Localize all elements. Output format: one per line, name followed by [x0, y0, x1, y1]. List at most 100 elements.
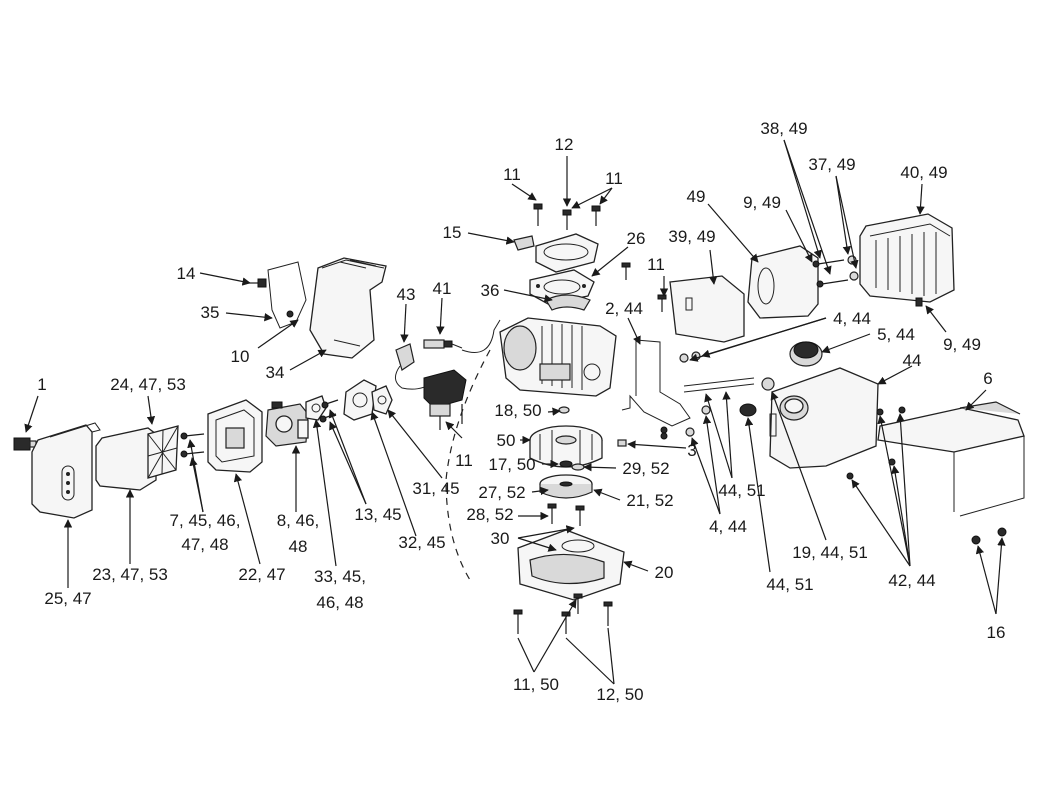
housing-screws-icon: [513, 593, 613, 634]
callout-label: 2, 44: [605, 299, 643, 318]
callout-label: 19, 44, 51: [792, 543, 868, 562]
callout-label: 29, 52: [622, 459, 669, 478]
shroud-gasket-icon: [267, 261, 307, 329]
grommets-icon: [660, 351, 711, 440]
callout-label: 21, 52: [626, 491, 673, 510]
callout-label: 1: [37, 375, 46, 394]
callout-label: 24, 47, 53: [110, 375, 186, 394]
engine-shroud-icon: [309, 257, 387, 359]
callout-label: 49: [687, 187, 706, 206]
carb-screws-icon: [319, 399, 339, 423]
filter-screen-icon: [147, 425, 179, 479]
air-filter-base-icon: [207, 399, 263, 473]
callout-label: 44, 51: [766, 575, 813, 594]
callout-label: 4, 44: [833, 309, 871, 328]
callout-label: 38, 49: [760, 119, 807, 138]
muffler-bolts-icon: [812, 255, 859, 288]
muffler-plate-icon: [669, 275, 745, 343]
wire-route-line: [445, 349, 491, 581]
filter-screws-icon: [180, 432, 205, 458]
callout-label: 30: [491, 529, 510, 548]
tank-screws-icon: [846, 406, 906, 480]
callout-label: 43: [397, 285, 416, 304]
callout-label: 5, 44: [877, 325, 915, 344]
fuel-tank-icon: [769, 367, 879, 469]
clutch-screws-icon: [547, 503, 585, 526]
callout-label: 17, 50: [488, 455, 535, 474]
air-filter-cover-icon: [31, 422, 101, 519]
callout-labels: 1 24, 47, 53 7, 45, 46, 47, 48 25, 47 23…: [37, 119, 1005, 704]
callout-label: 33, 45,: [314, 567, 366, 586]
callout-label: 27, 52: [478, 483, 525, 502]
callout-label: 44: [903, 351, 922, 370]
carburetor-icon: [265, 401, 309, 447]
callout-label: 22, 47: [238, 565, 285, 584]
callout-label: 12: [555, 135, 574, 154]
carb-gasket-icon: [305, 395, 327, 421]
fuel-cap-icon: [789, 341, 823, 367]
callout-label: 35: [201, 303, 220, 322]
callout-label: 11: [647, 255, 665, 274]
muffler-bracket-icon: [621, 339, 691, 434]
callout-label: 8, 46,: [277, 511, 320, 530]
callout-label: 44, 51: [718, 481, 765, 500]
callout-label: 11: [455, 451, 473, 470]
primer-part-icon: [13, 437, 37, 451]
fan-housing-icon: [517, 529, 625, 601]
flywheel-nut-icon: [559, 460, 585, 471]
leader-lines: [24, 139, 1006, 685]
callout-label: 13, 45: [354, 505, 401, 524]
fuel-lines-icon: [683, 377, 775, 417]
callout-label: 6: [983, 369, 992, 388]
clutch-icon: [539, 474, 593, 499]
heat-deflector-icon: [545, 294, 591, 311]
callout-label: 15: [443, 223, 462, 242]
callout-label: 39, 49: [668, 227, 715, 246]
callout-label: 16: [987, 623, 1006, 642]
callout-label: 12, 50: [596, 685, 643, 704]
muffler-shield-icon: [747, 245, 819, 319]
cylinder-cover-icon: [513, 233, 599, 273]
callout-label: 10: [231, 347, 250, 366]
callout-label: 11: [503, 165, 521, 184]
engine-block-icon: [499, 317, 617, 397]
callout-label: 7, 45, 46,: [170, 511, 241, 530]
callout-label: 41: [433, 279, 452, 298]
air-filter-element-icon: [95, 427, 157, 491]
callout-label: 20: [655, 563, 674, 582]
callout-label: 26: [627, 229, 646, 248]
callout-label: 18, 50: [494, 401, 541, 420]
callout-label: 32, 45: [398, 533, 445, 552]
handle-frame-icon: [877, 401, 1025, 517]
callout-label: 28, 52: [466, 505, 513, 524]
callout-label: 4, 44: [709, 517, 747, 536]
insulator-block-icon: [343, 379, 377, 421]
callout-label: 37, 49: [808, 155, 855, 174]
callout-label: 36: [481, 281, 500, 300]
callout-label: 25, 47: [44, 589, 91, 608]
flywheel-icon: [529, 425, 603, 468]
callout-label: 40, 49: [900, 163, 947, 182]
callout-label: 11, 50: [513, 675, 559, 694]
callout-label: 14: [177, 264, 196, 283]
callout-label: 31, 45: [412, 479, 459, 498]
insulator-gasket-icon: [371, 385, 393, 415]
callout-label: 3: [687, 441, 696, 460]
muffler-icon: [859, 213, 955, 307]
callout-label: 9, 49: [743, 193, 781, 212]
callout-label: 48: [289, 537, 308, 556]
bracket-screws-icon: [621, 262, 667, 312]
callout-label: 34: [266, 363, 285, 382]
washer-18-icon: [558, 406, 570, 414]
frame-screws-icon: [971, 527, 1007, 545]
callout-label: 9, 49: [943, 335, 981, 354]
callout-label: 47, 48: [181, 535, 228, 554]
callout-label: 50: [497, 431, 516, 450]
callout-label: 42, 44: [888, 571, 935, 590]
cylinder-screws-icon: [533, 203, 601, 230]
callout-label: 46, 48: [316, 593, 363, 612]
callout-label: 11: [605, 169, 623, 188]
spark-plug-icon: [423, 339, 463, 349]
ignition-coil-icon: [423, 319, 501, 430]
